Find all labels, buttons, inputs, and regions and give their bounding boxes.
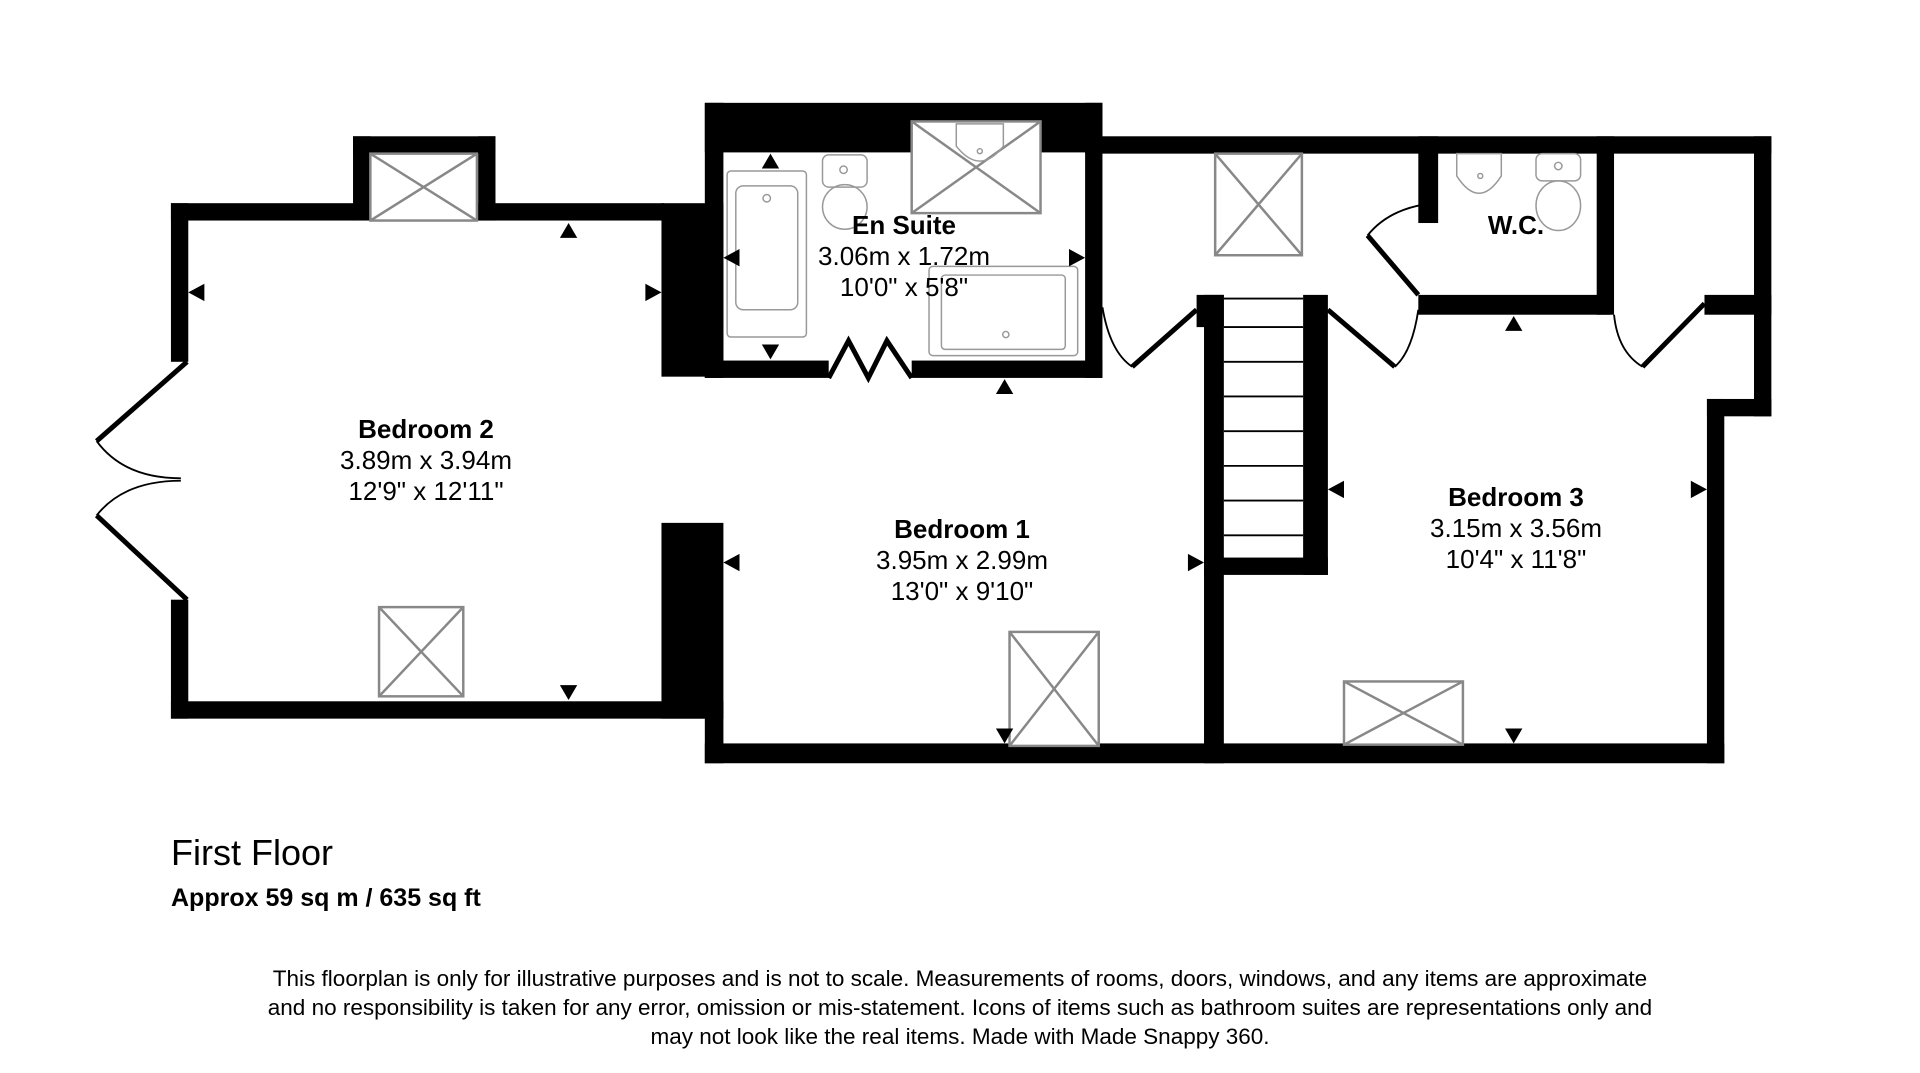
disclaimer-line: and no responsibility is taken for any e…: [267, 995, 1653, 1020]
floor-area: Approx 59 sq m / 635 sq ft: [171, 884, 481, 912]
disclaimer: This floorplan is only for illustrative …: [0, 964, 1920, 1051]
doors: [94, 203, 1707, 602]
room-imperial: 10'4" x 11'8": [1445, 544, 1587, 575]
shower-tray-icon: [928, 265, 1079, 357]
skylight-icon: [910, 120, 1042, 215]
room-metric: 3.06m x 1.72m: [818, 241, 990, 272]
room-imperial: 10'0" x 5'8": [839, 272, 969, 303]
disclaimer-line: may not look like the real items. Made w…: [650, 1024, 1270, 1049]
skylight-icon: [369, 152, 479, 222]
room-imperial: 12'9" x 12'11": [348, 476, 504, 507]
room-label-bedroom-2: Bedroom 2 3.89m x 3.94m 12'9" x 12'11": [340, 414, 512, 508]
room-label-bedroom-3: Bedroom 3 3.15m x 3.56m 10'4" x 11'8": [1430, 482, 1602, 576]
measure-arrows: [188, 153, 1707, 744]
skylight-icon: [1213, 152, 1304, 257]
wc-toilet-icon: [1535, 152, 1582, 232]
fixtures: [726, 123, 1582, 357]
stairs: [1223, 297, 1304, 537]
room-label-wc: W.C.: [1488, 210, 1544, 241]
wc-basin-icon: [1455, 152, 1503, 194]
room-name: Bedroom 1: [894, 514, 1030, 544]
room-metric: 3.15m x 3.56m: [1430, 513, 1602, 544]
room-label-bedroom-1: Bedroom 1 3.95m x 2.99m 13'0" x 9'10": [876, 514, 1048, 608]
room-name: W.C.: [1487, 210, 1545, 240]
toilet-icon: [821, 154, 868, 230]
room-metric: 3.95m x 2.99m: [876, 545, 1048, 576]
room-name: Bedroom 3: [1448, 482, 1584, 512]
disclaimer-line: This floorplan is only for illustrative …: [272, 966, 1648, 991]
room-metric: 3.89m x 3.94m: [340, 445, 512, 476]
room-label-en-suite: En Suite 3.06m x 1.72m 10'0" x 5'8": [818, 210, 990, 304]
room-name: Bedroom 2: [358, 414, 494, 444]
skylight-icon: [377, 605, 465, 698]
skylight-icon: [1342, 680, 1465, 746]
bath-icon: [726, 170, 808, 338]
skylights: [369, 120, 1465, 748]
room-imperial: 13'0" x 9'10": [890, 576, 1034, 607]
skylight-icon: [1008, 630, 1100, 748]
basin-icon: [955, 123, 1005, 162]
floor-title: First Floor: [171, 832, 333, 873]
room-name: En Suite: [851, 210, 957, 240]
